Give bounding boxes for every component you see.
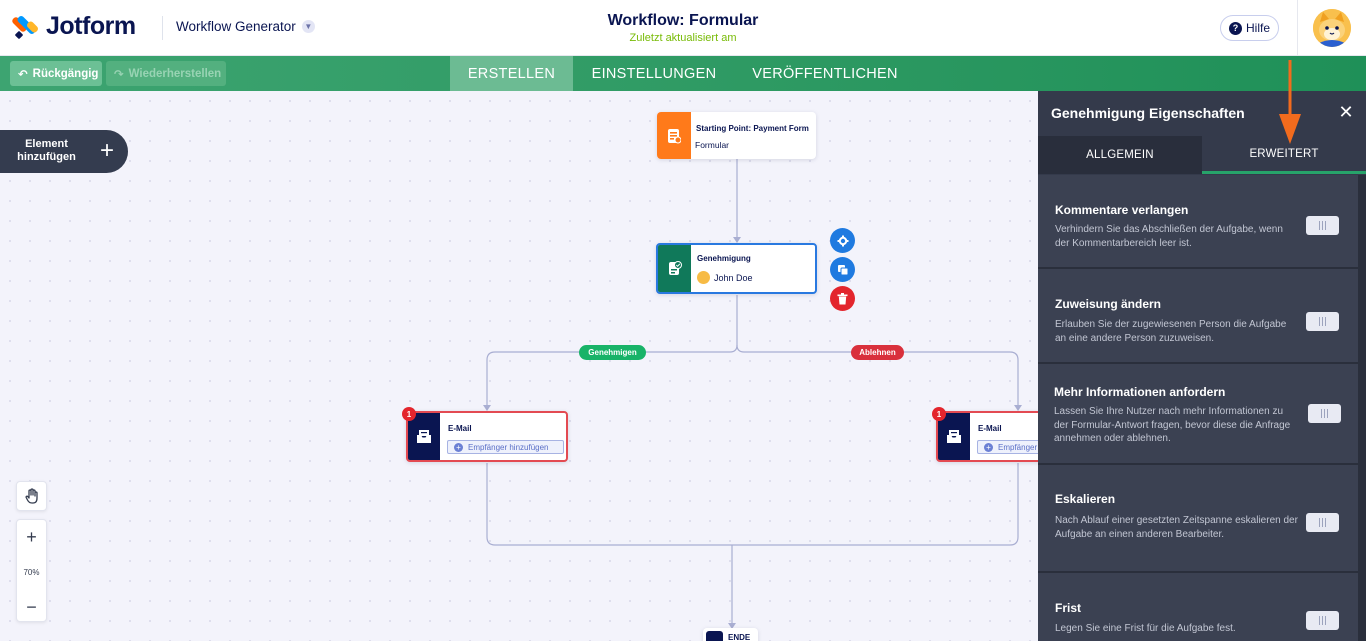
gear-icon [837, 235, 848, 246]
panel-title: Genehmigung Eigenschaften [1051, 105, 1245, 121]
jotform-logo[interactable]: Jotform [11, 12, 136, 41]
setting-title: Zuweisung ändern [1055, 297, 1162, 311]
setting-title: Frist [1055, 601, 1082, 615]
hand-icon [24, 488, 38, 504]
add-recipient-button[interactable]: + Empfänger hinzufügen [977, 440, 1038, 454]
approval-icon [658, 245, 691, 292]
setting-frist: Frist Legen Sie eine Frist für die Aufga… [1038, 573, 1358, 641]
connector-lines [483, 159, 1022, 629]
email-icon [408, 413, 440, 460]
builder-toolbar [0, 56, 1366, 91]
zoom-level: 70% [23, 568, 40, 577]
error-badge: 1 [402, 407, 416, 421]
plus-icon: + [454, 442, 463, 452]
add-element-button[interactable]: Element hinzufügen + [0, 130, 128, 173]
setting-zuweisung-aendern: Zuweisung ändern Erlauben Sie der zugewi… [1038, 269, 1358, 364]
tab-allgemein[interactable]: ALLGEMEIN [1038, 136, 1202, 174]
setting-toggle[interactable] [1306, 312, 1339, 331]
zoom-out-button[interactable]: − [26, 596, 37, 617]
setting-eskalieren: Eskalieren Nach Ablauf einer gesetzten Z… [1038, 465, 1358, 573]
approval-node-title: Genehmigung [697, 254, 751, 263]
add-recipient-button[interactable]: + Empfänger hinzufügen [447, 440, 564, 454]
setting-description: Legen Sie eine Frist für die Aufgabe fes… [1055, 623, 1236, 634]
end-node[interactable]: ENDE [703, 628, 758, 641]
add-recipient-label: Empfänger hinzufügen [998, 442, 1038, 452]
tab-einstellungen[interactable]: EINSTELLUNGEN [591, 65, 717, 82]
redo-button[interactable]: ↷ Wiederherstellen [106, 61, 226, 86]
email-node-left-title: E-Mail [448, 424, 472, 433]
setting-title: Mehr Informationen anfordern [1054, 385, 1226, 399]
setting-toggle[interactable] [1306, 513, 1339, 532]
setting-description: Lassen Sie Ihre Nutzer nach mehr Informa… [1054, 406, 1291, 444]
form-icon [657, 112, 691, 159]
zoom-controls: + 70% − [16, 519, 47, 622]
plus-icon: + [984, 442, 993, 452]
help-button[interactable]: ? Hilfe [1220, 15, 1279, 41]
email-node-right-title: E-Mail [978, 424, 1002, 433]
tab-erweitert[interactable]: ERWEITERT [1202, 136, 1366, 174]
error-badge: 1 [932, 407, 946, 421]
account-menu[interactable] [1297, 0, 1366, 56]
panel-header: Genehmigung Eigenschaften ✕ [1038, 91, 1366, 135]
setting-title: Kommentare verlangen [1055, 203, 1189, 217]
top-bar: Jotform Workflow Generator ▼ Workflow: F… [0, 0, 1366, 56]
branch-approve-label[interactable]: Genehmigen [579, 345, 646, 360]
setting-toggle[interactable] [1306, 611, 1339, 630]
properties-panel: Genehmigung Eigenschaften ✕ ALLGEMEIN ER… [1038, 91, 1366, 641]
header-divider [162, 16, 163, 40]
close-icon[interactable]: ✕ [1338, 101, 1354, 122]
zoom-in-button[interactable]: + [26, 526, 37, 547]
plus-icon: + [100, 137, 115, 164]
start-node[interactable]: Starting Point: Payment Form Formular [657, 112, 816, 159]
question-icon: ? [1228, 21, 1242, 35]
end-node-title: ENDE [728, 633, 751, 641]
node-duplicate-button[interactable] [830, 257, 855, 282]
add-element-label: Element hinzufügen [17, 138, 76, 163]
redo-icon: ↷ [114, 68, 124, 81]
tab-erstellen[interactable]: ERSTELLEN [450, 56, 573, 91]
email-node-left[interactable]: E-Mail + Empfänger hinzufügen [406, 411, 568, 462]
email-node-right[interactable]: E-Mail + Empfänger hinzufügen [936, 411, 1038, 462]
end-icon [706, 631, 723, 641]
jotform-logo-icon [11, 14, 40, 40]
node-delete-button[interactable] [830, 286, 855, 311]
setting-title: Eskalieren [1055, 492, 1116, 506]
tab-veroeffentlichen[interactable]: VERÖFFENTLICHEN [752, 65, 898, 82]
panel-scrollbar[interactable] [1358, 175, 1366, 641]
approval-node[interactable]: Genehmigung John Doe [656, 243, 817, 294]
duplicate-icon [837, 264, 848, 275]
setting-kommentare-verlangen: Kommentare verlangen Verhindern Sie das … [1038, 175, 1358, 269]
branch-reject-label[interactable]: Ablehnen [851, 345, 904, 360]
product-switcher[interactable]: Workflow Generator ▼ [176, 19, 315, 34]
setting-toggle[interactable] [1308, 404, 1341, 423]
product-name: Workflow Generator [176, 19, 296, 34]
approval-assignee: John Doe [714, 273, 753, 283]
undo-button[interactable]: ↶ Rückgängig [10, 61, 102, 86]
add-recipient-label: Empfänger hinzufügen [468, 442, 549, 452]
help-label: Hilfe [1245, 21, 1270, 35]
annotation-arrow-icon [1279, 60, 1301, 144]
setting-toggle[interactable] [1306, 216, 1339, 235]
logo-text: Jotform [46, 12, 136, 40]
setting-mehr-informationen: Mehr Informationen anfordern Lassen Sie … [1038, 364, 1358, 465]
redo-label: Wiederherstellen [128, 67, 222, 80]
pan-tool-button[interactable] [16, 481, 47, 511]
setting-description: Nach Ablauf einer gesetzten Zeitspanne e… [1055, 515, 1298, 540]
setting-description: Erlauben Sie der zugewiesenen Person die… [1055, 319, 1287, 344]
setting-description: Verhindern Sie das Abschließen der Aufga… [1055, 224, 1283, 249]
start-node-subtitle: Formular [695, 140, 730, 150]
start-node-title: Starting Point: Payment Form [696, 124, 809, 133]
undo-label: Rückgängig [32, 67, 99, 80]
assignee-avatar [697, 271, 710, 284]
email-icon [938, 413, 970, 460]
trash-icon [837, 292, 848, 304]
avatar[interactable] [1313, 9, 1351, 47]
node-settings-button[interactable] [830, 228, 855, 253]
workflow-canvas[interactable]: Element hinzufügen + Starting Point: Pay… [0, 91, 1038, 641]
undo-icon: ↶ [18, 68, 28, 81]
chevron-down-icon: ▼ [301, 20, 315, 33]
